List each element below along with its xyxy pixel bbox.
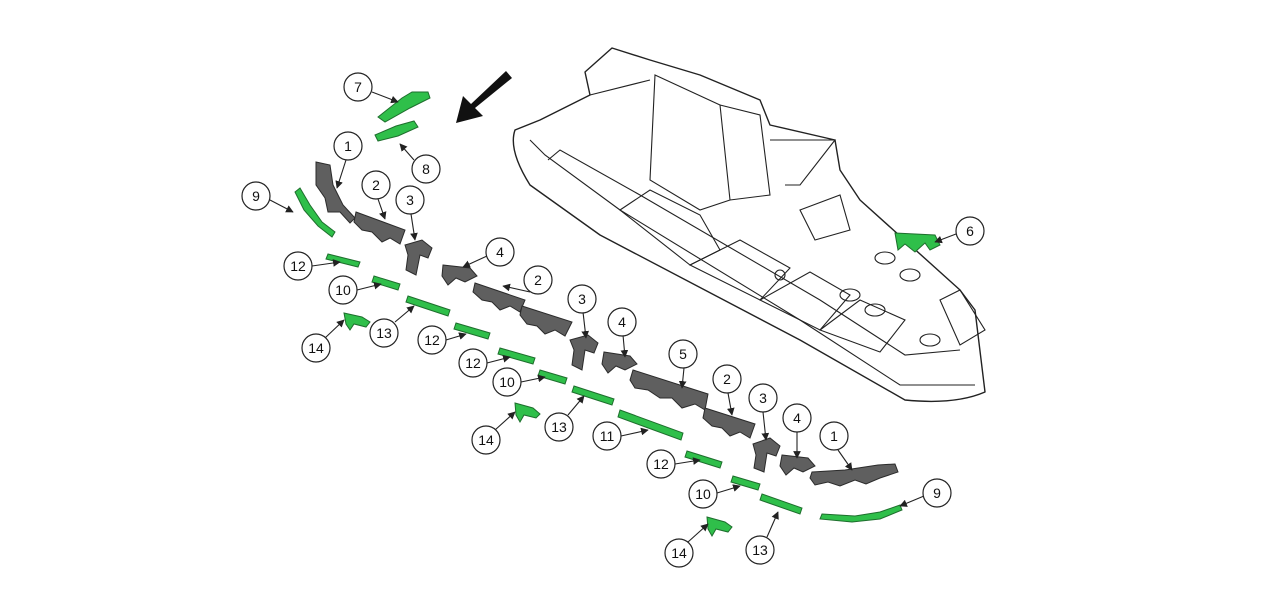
callouts: 7 8 1 9 2 3 4 (241, 72, 985, 568)
callout-12-c: 12 (458, 348, 511, 378)
part-13-b (571, 385, 615, 406)
callout-2-b: 2 (502, 265, 553, 295)
bucket-housing (512, 47, 986, 403)
callout-6-label: 6 (966, 223, 974, 239)
callout-12-b: 12 (417, 325, 467, 355)
callout-4-a-label: 4 (496, 244, 504, 260)
part-1-right (809, 463, 899, 487)
part-11 (617, 409, 684, 441)
callout-13-c-label: 13 (752, 542, 768, 558)
callout-12-d: 12 (646, 449, 701, 479)
callout-3-a: 3 (395, 185, 425, 241)
part-2-c (519, 305, 573, 337)
callout-12-a-label: 12 (290, 258, 306, 274)
callout-4-b: 4 (607, 307, 637, 358)
callout-13-b-label: 13 (551, 419, 567, 435)
part-4-c (779, 454, 816, 476)
callout-3-b-label: 3 (578, 291, 586, 307)
callout-8: 8 (399, 143, 441, 184)
callout-3-c-label: 3 (759, 390, 767, 406)
callout-9-b: 9 (899, 478, 952, 508)
callout-5: 5 (668, 339, 698, 389)
part-2-d (702, 407, 756, 439)
callout-4-c-label: 4 (793, 410, 801, 426)
callout-7-label: 7 (354, 79, 362, 95)
callout-10-a-label: 10 (335, 282, 351, 298)
callout-14-c: 14 (664, 523, 709, 568)
callout-11-label: 11 (600, 428, 615, 444)
callout-9-a: 9 (241, 181, 294, 213)
part-9-right (819, 504, 903, 523)
part-10-c (730, 475, 761, 491)
callout-10-c-label: 10 (695, 486, 711, 502)
callout-9-b-label: 9 (933, 485, 941, 501)
part-7 (377, 91, 431, 123)
callout-13-c: 13 (745, 511, 779, 565)
callout-13-a-label: 13 (376, 325, 392, 341)
callout-12-a: 12 (283, 251, 341, 281)
part-2-b (472, 282, 526, 313)
callout-2-a-label: 2 (372, 177, 380, 193)
callout-14-c-label: 14 (671, 545, 687, 561)
callout-9-a-label: 9 (252, 188, 260, 204)
callout-10-b-label: 10 (499, 374, 515, 390)
callout-5-label: 5 (679, 346, 687, 362)
part-8 (374, 120, 419, 142)
callout-3-b: 3 (567, 284, 597, 339)
callout-1-b: 1 (819, 421, 853, 471)
part-14-b (514, 402, 541, 424)
callout-8-label: 8 (422, 161, 430, 177)
part-4-b (601, 351, 638, 374)
gray-parts (315, 161, 899, 487)
arrow-icon (456, 71, 512, 123)
callout-14-a: 14 (301, 319, 345, 363)
callout-2-a: 2 (361, 170, 391, 220)
part-13-c (759, 493, 803, 515)
callout-13-b: 13 (544, 395, 585, 442)
callout-7: 7 (343, 72, 399, 104)
part-12-a (325, 253, 361, 268)
callout-10-b: 10 (492, 367, 546, 397)
callout-14-b: 14 (471, 411, 516, 455)
part-12-b (453, 322, 491, 340)
part-14-c (706, 516, 733, 538)
callout-12-d-label: 12 (653, 456, 669, 472)
part-12-c (497, 347, 536, 365)
part-10-b (537, 369, 568, 385)
callout-10-c: 10 (688, 479, 741, 509)
callout-12-c-label: 12 (465, 355, 481, 371)
part-1-left (315, 161, 356, 224)
part-2-a (353, 211, 406, 245)
callout-12-b-label: 12 (424, 332, 440, 348)
part-5 (629, 369, 709, 411)
part-3-b (569, 334, 599, 371)
part-14-a (343, 312, 371, 331)
part-9-left (294, 187, 336, 238)
callout-11: 11 (592, 421, 649, 451)
callout-2-c: 2 (712, 364, 742, 416)
callout-3-c: 3 (748, 383, 778, 441)
part-3-c (752, 437, 781, 473)
callout-1-a: 1 (333, 131, 363, 189)
part-10-a (371, 275, 401, 291)
callout-4-b-label: 4 (618, 314, 626, 330)
part-12-d (684, 450, 723, 469)
callout-4-a: 4 (462, 237, 515, 268)
part-13-a (405, 295, 451, 317)
callout-1-a-label: 1 (344, 138, 352, 154)
part-4-a (441, 264, 478, 286)
callout-1-b-label: 1 (830, 428, 838, 444)
callout-4-c: 4 (782, 403, 812, 459)
callout-3-a-label: 3 (406, 192, 414, 208)
callout-6: 6 (934, 216, 985, 246)
callout-2-c-label: 2 (723, 371, 731, 387)
callout-10-a: 10 (328, 275, 382, 305)
callout-2-b-label: 2 (534, 272, 542, 288)
callout-13-a: 13 (369, 305, 415, 348)
callout-14-b-label: 14 (478, 432, 494, 448)
part-3-a (404, 239, 433, 276)
callout-14-a-label: 14 (308, 340, 324, 356)
